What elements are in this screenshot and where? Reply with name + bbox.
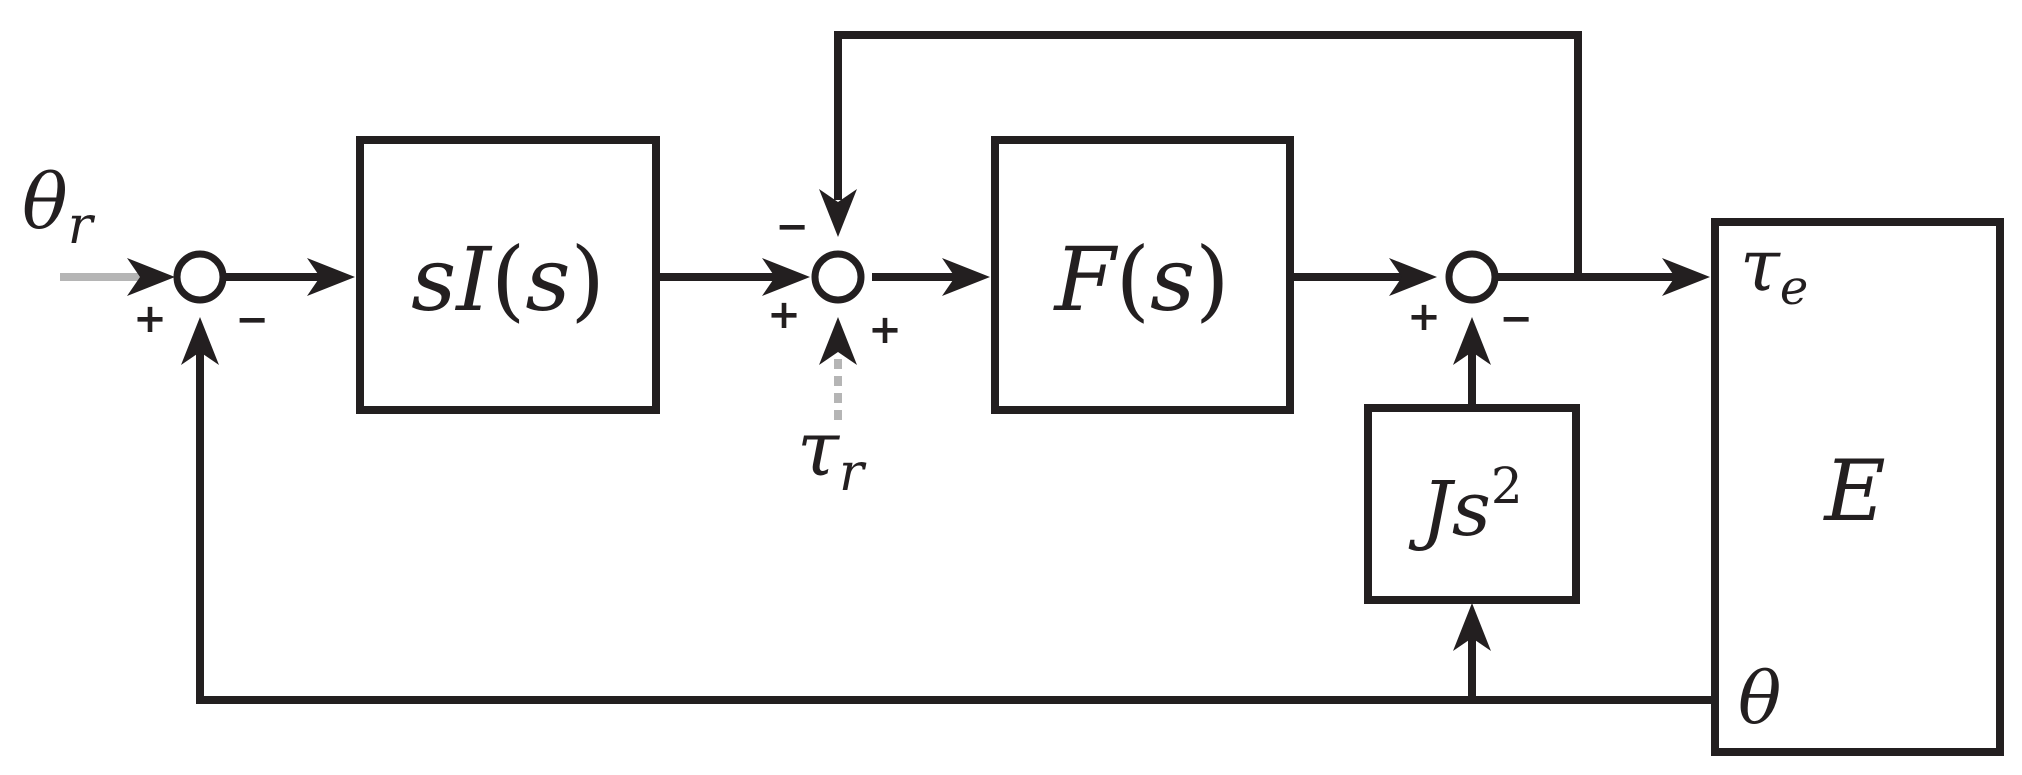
controller-label-name: I bbox=[454, 228, 493, 331]
reference-angle-label: θr bbox=[22, 157, 96, 256]
controller-input-arrowhead bbox=[307, 258, 355, 296]
sum1-input-arrowhead bbox=[127, 258, 175, 296]
environment-block bbox=[1711, 218, 2004, 756]
env-torque-symbol: τ bbox=[1740, 223, 1781, 307]
sum3-bottom-arrowhead bbox=[1453, 317, 1491, 365]
inertia-block bbox=[1364, 404, 1580, 604]
sum3-left-sign: + bbox=[1407, 294, 1441, 340]
environment-input-arrowhead bbox=[1662, 258, 1710, 296]
inertia-label-var: s bbox=[1452, 464, 1491, 553]
reference-angle-subscript: r bbox=[68, 196, 96, 256]
env-angle-label: θ bbox=[1738, 656, 1781, 740]
env-torque-label: τe bbox=[1740, 223, 1808, 316]
reference-angle-symbol: θ bbox=[22, 157, 68, 246]
controller-block bbox=[356, 136, 660, 414]
sum1-left-sign: + bbox=[133, 296, 167, 342]
environment-label: E bbox=[1822, 442, 1885, 540]
summing-junction-1 bbox=[173, 250, 227, 304]
filter-label-name: F bbox=[1053, 228, 1119, 331]
controller-label-lpar: ( bbox=[491, 228, 525, 331]
summing-junction-2 bbox=[811, 250, 865, 304]
filter-label-rpar: ) bbox=[1195, 228, 1229, 331]
controller-label-arg: s bbox=[525, 228, 570, 331]
sum3-input-arrowhead bbox=[1389, 258, 1437, 296]
sum1-bottom-arrowhead bbox=[181, 317, 219, 365]
sum2-input-arrowhead bbox=[762, 258, 810, 296]
env-torque-subscript: e bbox=[1780, 260, 1808, 316]
filter-block bbox=[991, 136, 1294, 414]
inertia-label-exp: 2 bbox=[1491, 457, 1523, 515]
reference-torque-symbol: τ bbox=[797, 404, 841, 493]
controller-label-var: s bbox=[411, 228, 456, 331]
reference-torque-label: τr bbox=[797, 404, 867, 503]
sum2-bottom-arrowhead bbox=[819, 317, 857, 365]
filter-label: F(s) bbox=[1053, 228, 1230, 331]
sum2-bottom-sign: + bbox=[868, 307, 902, 353]
sum2-top-sign: − bbox=[775, 204, 809, 250]
filter-label-arg: s bbox=[1150, 228, 1195, 331]
controller-label-rpar: ) bbox=[571, 228, 605, 331]
controller-label: sI(s) bbox=[411, 228, 605, 331]
filter-input-arrowhead bbox=[942, 258, 990, 296]
upper-feedback-wire bbox=[834, 31, 1582, 277]
sum3-bottom-sign: − bbox=[1499, 296, 1533, 342]
sum2-left-sign: + bbox=[767, 292, 801, 338]
reference-torque-subscript: r bbox=[839, 443, 867, 503]
sum1-bottom-sign: − bbox=[235, 297, 269, 343]
filter-label-lpar: ( bbox=[1116, 228, 1150, 331]
sum2-top-arrowhead bbox=[819, 189, 857, 237]
angle-feedback-wire bbox=[196, 350, 1718, 704]
summing-junction-3 bbox=[1445, 250, 1499, 304]
inertia-input-arrowhead bbox=[1453, 603, 1491, 651]
